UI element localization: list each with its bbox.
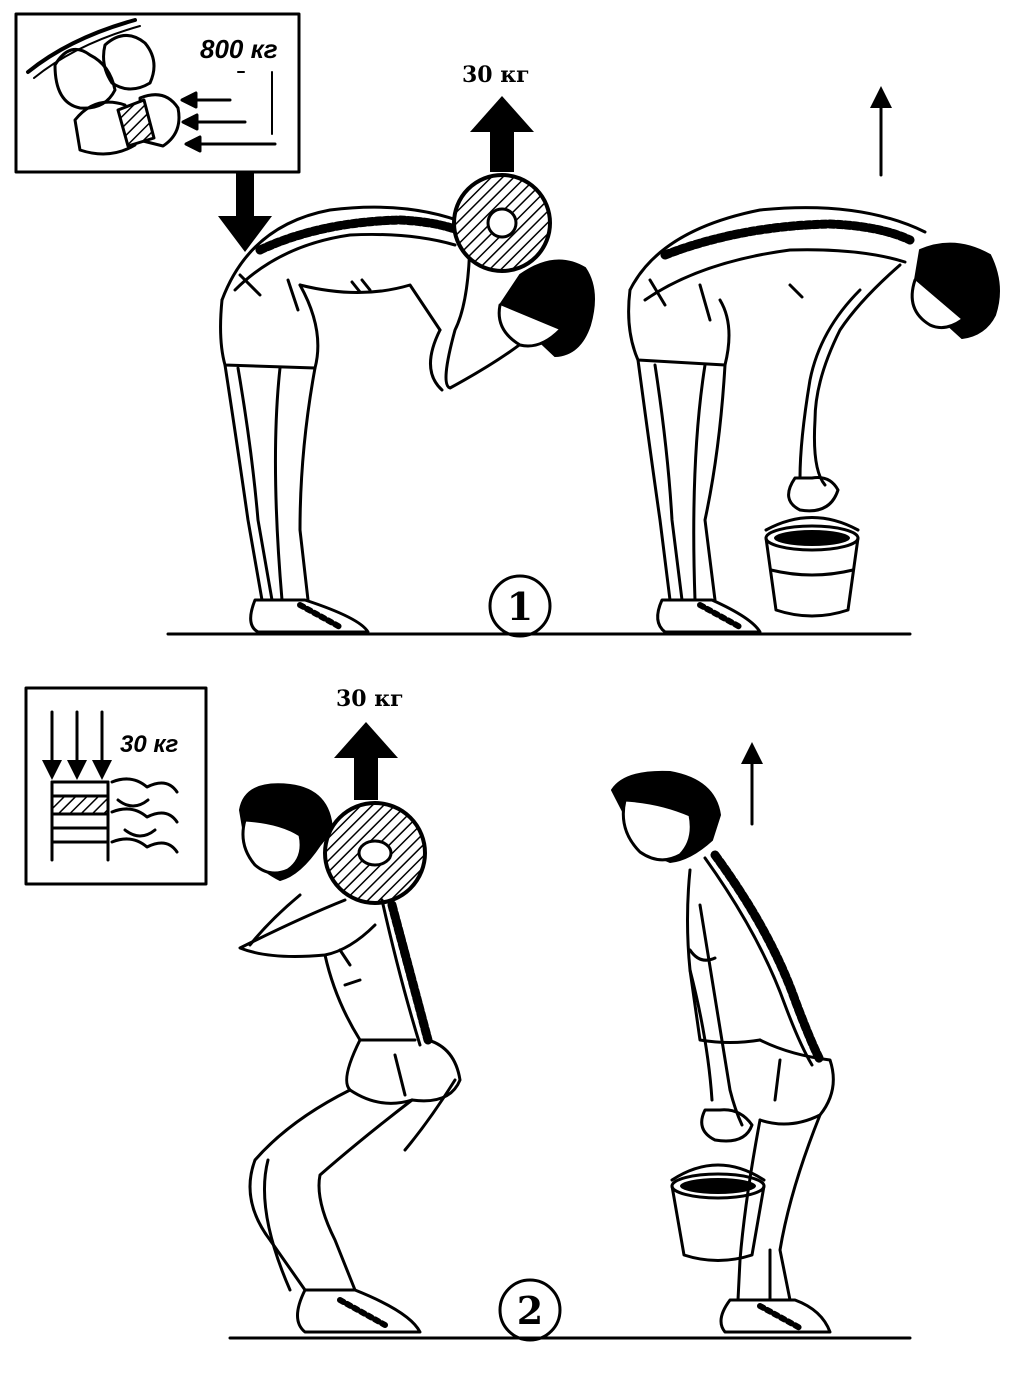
bucket-arrow-2 xyxy=(741,742,763,826)
inset-load-label-1: 800 кг xyxy=(200,34,278,64)
inset-box-30kg: 30 кг xyxy=(24,686,208,886)
weight-arrow-1: 30 кг xyxy=(462,62,534,172)
panel-number-2-text: 2 xyxy=(517,1288,543,1333)
weight-label-1: 30 кг xyxy=(462,62,530,88)
weight-label-2: 30 кг xyxy=(336,686,404,712)
compression-arrow-icon xyxy=(218,172,272,252)
panel-1: 800 кг xyxy=(14,12,1000,638)
panel-number-1: 1 xyxy=(488,574,552,638)
inset-load-label-2: 30 кг xyxy=(120,731,179,758)
figure-upright-bucket xyxy=(611,770,835,1334)
figure-squat-barbell xyxy=(238,783,462,1334)
panel-number-2: 2 xyxy=(498,1278,562,1342)
figure-bent-bucket xyxy=(627,206,1000,634)
weight-arrow-2: 30 кг xyxy=(334,686,404,800)
figure-bent-barbell xyxy=(219,173,595,634)
inset-box-800kg: 800 кг xyxy=(14,12,301,174)
panel-number-1-text: 1 xyxy=(507,584,533,629)
bucket-arrow-1 xyxy=(870,86,892,177)
panel-2: 30 кг xyxy=(24,686,912,1342)
